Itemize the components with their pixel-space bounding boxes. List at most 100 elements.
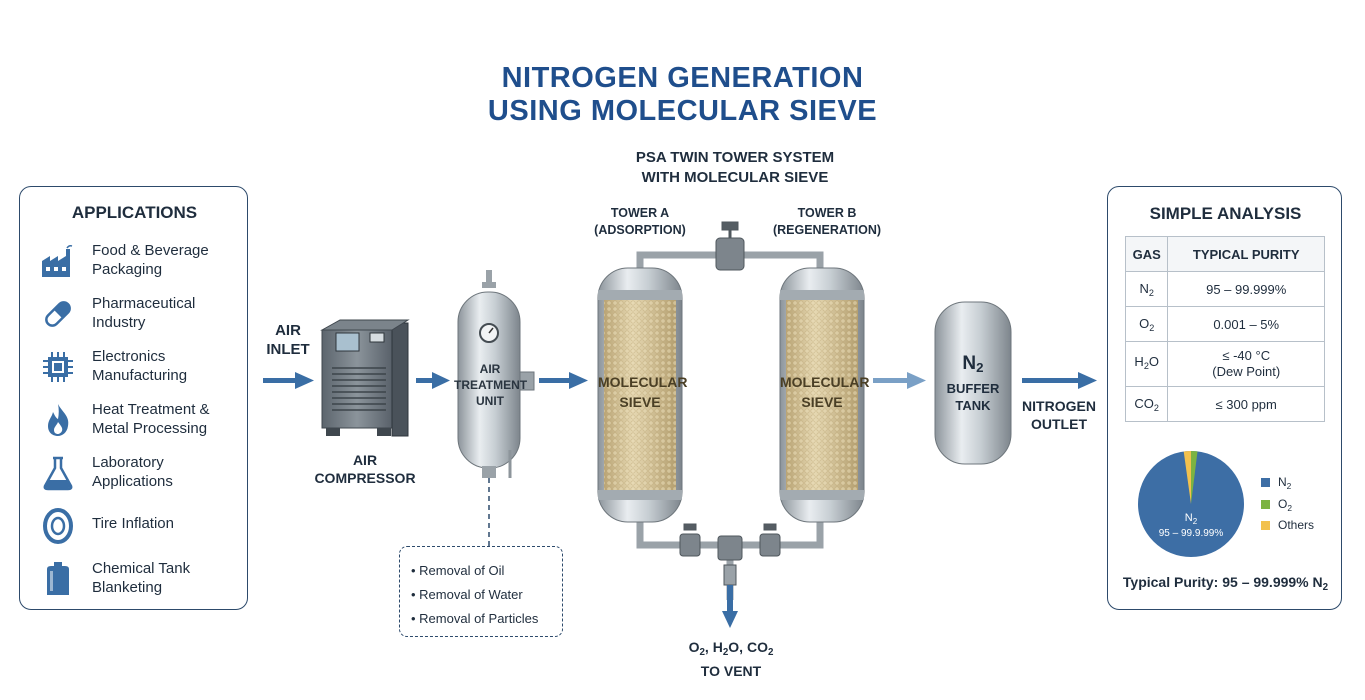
purity-cell: 0.001 – 5% (1167, 306, 1325, 342)
tower-b-sieve-label: MOLECULAR SIEVE (780, 372, 869, 412)
purity-line-2: (Dew Point) (1212, 364, 1281, 379)
tower-b-line-1: TOWER B (797, 206, 857, 220)
app-item-tire: Tire Inflation (40, 506, 245, 550)
treatment-line-2: TREATMENT (454, 378, 528, 392)
capsule-icon (45, 301, 71, 327)
gas-cell: H2O (1124, 341, 1169, 387)
analysis-panel: SIMPLE ANALYSIS GAS TYPICAL PURITY N2 95… (1107, 186, 1342, 610)
table-row: N2 95 – 99.999% (1124, 271, 1325, 307)
tower-a-sieve-label: MOLECULAR SIEVE (598, 372, 688, 412)
table-row: CO2 ≤ 300 ppm (1124, 386, 1325, 422)
outlet-line-1: NITROGEN (1022, 398, 1096, 414)
applications-title: APPLICATIONS (71, 203, 198, 222)
app-item-pharma: Pharmaceutical Industry (40, 294, 245, 338)
purity-footer: Typical Purity: 95 – 99.999% N2 (1122, 574, 1329, 593)
air-inlet-label: AIR INLET (248, 321, 328, 359)
arrow-inlet (263, 378, 297, 383)
app-label-lab-2: Applications (92, 473, 173, 490)
legend-swatch (1261, 478, 1270, 488)
purity-cell: ≤ -40 °C (Dew Point) (1167, 341, 1325, 387)
app-label-pharma-2: Industry (92, 314, 146, 331)
gas-cell: N2 (1124, 271, 1169, 307)
pie-slice-o2 (1191, 451, 1198, 504)
legend-item-others: Others (1261, 518, 1314, 532)
pie-slice-others (1183, 451, 1191, 504)
buffer-n2: N2 (962, 353, 984, 375)
arrow-to-buffer (873, 378, 909, 383)
vent-line-2: TO VENT (700, 663, 762, 679)
app-item-electronics: Electronics Manufacturing (40, 347, 245, 391)
table-row: H2O ≤ -40 °C (Dew Point) (1124, 341, 1325, 387)
buffer-tank-label: N2 BUFFER TANK (935, 352, 1011, 414)
tower-a-sieve-line-1: MOLECULAR (598, 374, 688, 390)
app-item-chemical: Chemical Tank Blanketing (40, 559, 245, 603)
treatment-label: AIR TREATMENT UNIT (454, 361, 528, 409)
removal-item: Removal of Particles (411, 607, 538, 631)
app-label-food-2: Packaging (92, 261, 163, 278)
flow-arrows (263, 372, 1097, 389)
compressor-line-2: COMPRESSOR (314, 470, 416, 486)
app-label-chemical-1: Chemical Tank (92, 560, 191, 577)
legend-item-o2: O2 (1261, 497, 1292, 513)
chip-icon (43, 352, 73, 382)
app-label-heat-2: Metal Processing (92, 420, 208, 437)
vent-gases: O2, H2O, CO2 (688, 639, 774, 658)
purity-line-1: ≤ -40 °C (1222, 348, 1271, 363)
arrow-outlet (1022, 378, 1080, 383)
app-label-pharma-1: Pharmaceutical (92, 295, 196, 312)
removal-item: Removal of Water (411, 583, 538, 607)
air-inlet-line-1: AIR (275, 322, 301, 339)
tower-b-label: TOWER B (REGENERATION) (762, 205, 892, 239)
header-gas: GAS (1124, 236, 1169, 272)
air-compressor (320, 319, 410, 437)
table-row: O2 0.001 – 5% (1124, 306, 1325, 342)
psa-title-line-1: PSA TWIN TOWER SYSTEM (635, 149, 835, 166)
tower-a-line-1: TOWER A (610, 206, 670, 220)
app-item-heat: Heat Treatment & Metal Processing (40, 400, 245, 444)
app-label-electronics-2: Manufacturing (92, 367, 188, 384)
app-item-lab: Laboratory Applications (40, 453, 245, 497)
purity-cell: 95 – 99.999% (1167, 271, 1325, 307)
tower-a-sieve-line-2: SIEVE (619, 394, 661, 410)
psa-system-title: PSA TWIN TOWER SYSTEM WITH MOLECULAR SIE… (580, 148, 890, 188)
app-label-electronics-1: Electronics (92, 348, 166, 365)
compressor-line-1: AIR (352, 452, 378, 468)
arrow-to-tower (539, 378, 571, 383)
gas-cell: O2 (1124, 306, 1169, 342)
psa-title-line-2: WITH MOLECULAR SIEVE (641, 169, 829, 186)
buffer-line-2: TANK (955, 398, 991, 413)
air-inlet-line-2: INLET (266, 341, 310, 358)
app-label-lab-1: Laboratory (92, 454, 164, 471)
compressor-label: AIR COMPRESSOR (300, 451, 430, 487)
tower-a-label: TOWER A (ADSORPTION) (578, 205, 702, 239)
analysis-title: SIMPLE ANALYSIS (1149, 204, 1302, 223)
valves (679, 221, 781, 586)
legend-swatch (1261, 500, 1270, 510)
title-line-1: NITROGEN GENERATION (501, 62, 864, 94)
flask-icon (43, 456, 73, 491)
app-label-heat-1: Heat Treatment & (92, 401, 210, 418)
tower-b-sieve-line-2: SIEVE (801, 394, 843, 410)
buffer-tank (934, 301, 1012, 465)
app-label-chemical-2: Blanketing (92, 579, 163, 596)
purity-cell: ≤ 300 ppm (1167, 386, 1325, 422)
treatment-line-1: AIR (479, 362, 501, 376)
app-label-tire-1: Tire Inflation (92, 515, 174, 532)
vent-arrow (722, 585, 738, 628)
purity-pie-chart: N2 95 – 99.9.99% (1138, 451, 1244, 557)
pie-label-n2: N2 (1185, 512, 1198, 526)
pie-label-value: 95 – 99.9.99% (1159, 528, 1224, 539)
applications-panel: APPLICATIONS Food & Beverage Packaging P… (19, 186, 248, 610)
header-purity: TYPICAL PURITY (1167, 236, 1325, 272)
flame-icon (48, 404, 69, 436)
gas-cell: CO2 (1124, 386, 1169, 422)
removal-item: Removal of Oil (411, 559, 538, 583)
app-label-food-1: Food & Beverage (92, 242, 209, 259)
purity-table: GAS TYPICAL PURITY N2 95 – 99.999% O2 0.… (1124, 236, 1325, 422)
tire-icon (43, 508, 73, 544)
outlet-line-2: OUTLET (1031, 416, 1087, 432)
legend-item-n2: N2 (1261, 475, 1291, 491)
tower-b (779, 267, 865, 523)
page-title: NITROGEN GENERATION USING MOLECULAR SIEV… (0, 62, 1365, 128)
